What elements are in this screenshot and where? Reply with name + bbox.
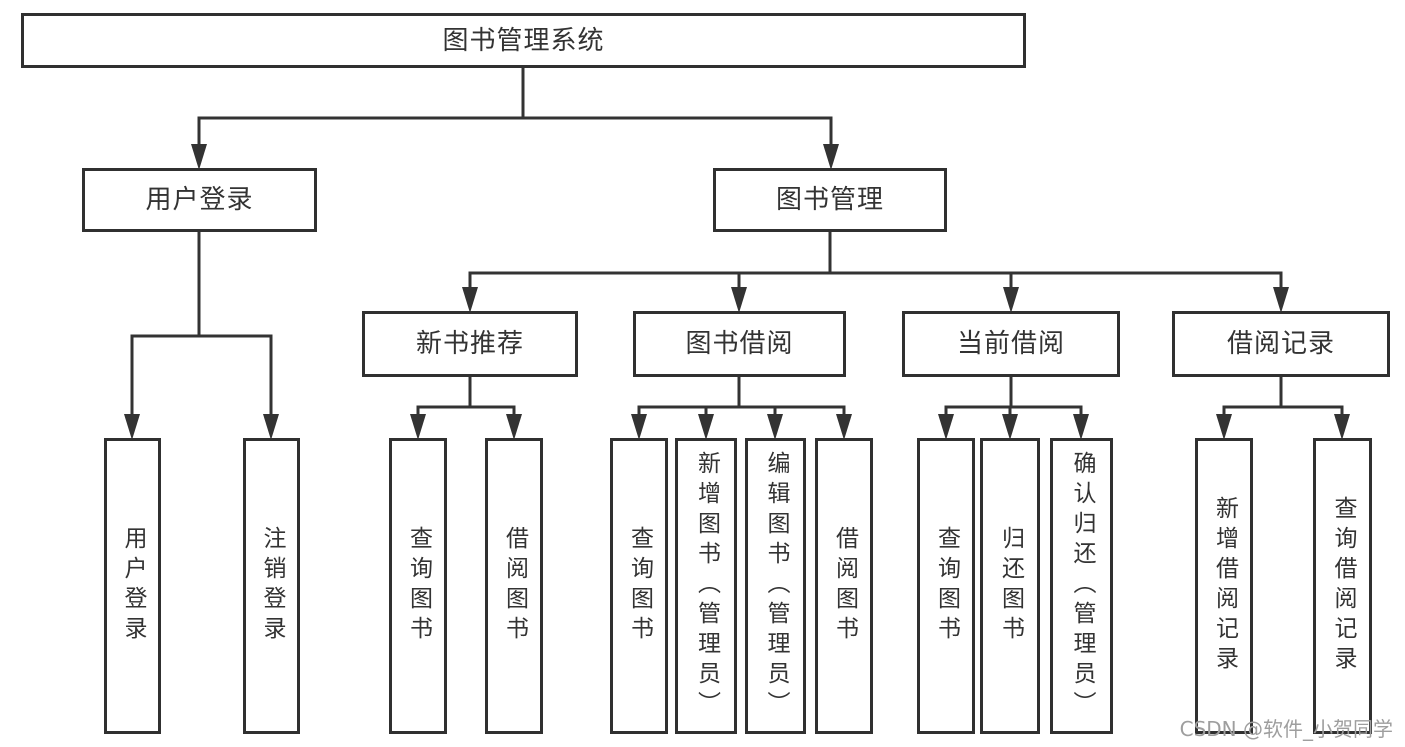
node-label: 当前借阅 [956, 329, 1065, 359]
leaf-label: 新增借阅记录 [1211, 496, 1238, 676]
leaf-label: 注销登录 [259, 526, 285, 646]
leaf-label: 借阅图书 [501, 526, 528, 646]
node-label: 图书借阅 [685, 329, 794, 359]
leaf-user-login: 用户登录 [104, 438, 161, 734]
node-label: 新书推荐 [415, 329, 524, 359]
leaf-label: 用户登录 [120, 526, 146, 646]
leaf-edit-books-admin: 编辑图书（管理员） [745, 438, 806, 734]
leaf-label: 查询图书 [626, 526, 653, 646]
csdn-watermark: CSDN @软件_小贺同学 [1179, 717, 1393, 741]
node-library-system: 图书管理系统 [21, 13, 1026, 68]
node-label: 借阅记录 [1226, 329, 1335, 359]
leaf-borrow-books-recommend: 借阅图书 [485, 438, 543, 734]
leaf-label: 查询图书 [405, 526, 432, 646]
node-label: 图书管理 [775, 185, 884, 215]
node-new-book-recommend: 新书推荐 [362, 311, 578, 377]
leaf-query-books-recommend: 查询图书 [389, 438, 447, 734]
node-borrow-records: 借阅记录 [1172, 311, 1390, 377]
leaf-add-books-admin: 新增图书（管理员） [675, 438, 737, 734]
node-book-management: 图书管理 [713, 168, 947, 232]
leaf-label: 确认归还（管理员） [1069, 451, 1095, 721]
node-label: 用户登录 [145, 185, 254, 215]
leaf-query-books-borrowing: 查询图书 [610, 438, 668, 734]
node-user-login: 用户登录 [82, 168, 317, 232]
leaf-label: 查询借阅记录 [1330, 496, 1356, 676]
leaf-query-borrow-record: 查询借阅记录 [1313, 438, 1372, 734]
leaf-query-books-current: 查询图书 [917, 438, 975, 734]
leaf-add-borrow-record: 新增借阅记录 [1195, 438, 1253, 734]
leaf-label: 新增图书（管理员） [693, 451, 720, 721]
leaf-logout: 注销登录 [243, 438, 300, 734]
leaf-label: 查询图书 [933, 526, 960, 646]
leaf-borrow-books: 借阅图书 [815, 438, 873, 734]
node-label: 图书管理系统 [442, 25, 605, 56]
node-book-borrowing: 图书借阅 [633, 311, 846, 377]
node-current-borrowing: 当前借阅 [902, 311, 1120, 377]
leaf-label: 归还图书 [997, 526, 1024, 646]
leaf-confirm-return-admin: 确认归还（管理员） [1050, 438, 1113, 734]
leaf-label: 借阅图书 [831, 526, 858, 646]
leaf-return-books: 归还图书 [980, 438, 1040, 734]
leaf-label: 编辑图书（管理员） [763, 451, 789, 721]
